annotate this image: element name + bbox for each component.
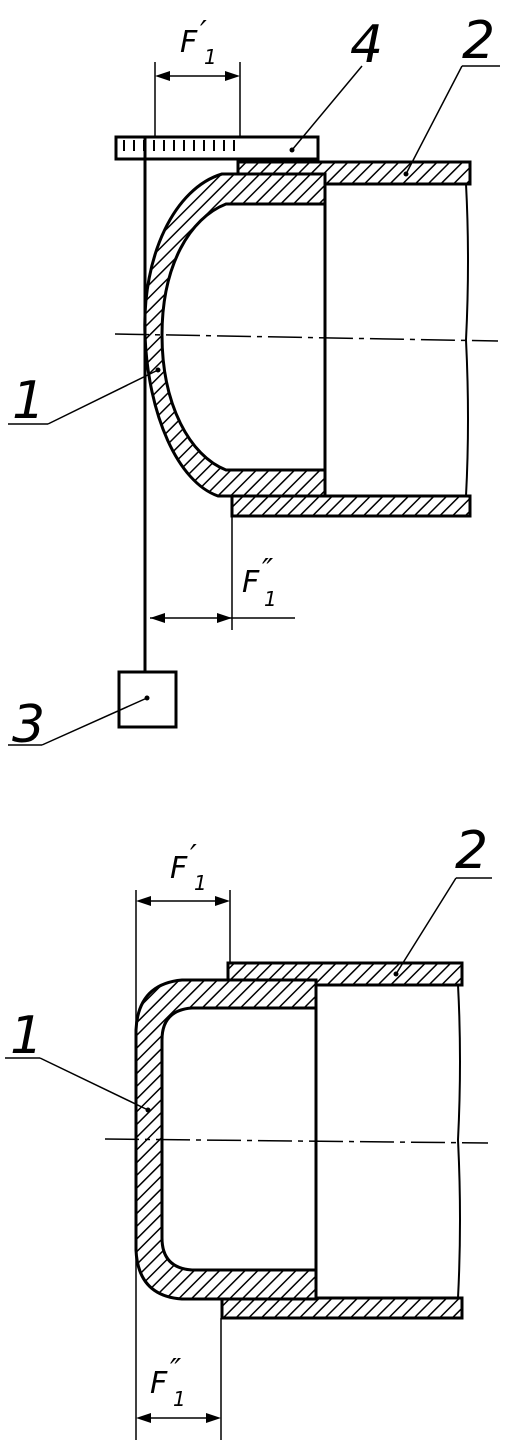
flat-cap — [134, 978, 318, 1301]
figure-bottom: F ′ 1 F ″ 1 2 1 — [5, 821, 492, 1440]
figure-top: F ′ 1 F ″ 1 4 2 1 3 — [8, 11, 500, 755]
dim-lower-sub: 1 — [264, 587, 277, 611]
domed-cap — [143, 172, 327, 498]
label-part-1-bottom: 1 — [10, 1006, 43, 1066]
dim-lower-top: F ″ 1 — [150, 516, 295, 630]
dim-upper-sub: 1 — [204, 45, 217, 69]
dim-lower-prime: ″ — [262, 553, 274, 588]
dim-lower-bottom: F ″ 1 — [136, 1318, 222, 1440]
dim-lower-sub-bottom: 1 — [173, 1387, 186, 1411]
label-part-1: 1 — [12, 371, 45, 431]
label-part-4: 4 — [350, 15, 383, 75]
dim-upper-main-bottom: F — [170, 851, 188, 886]
plumb-weight — [117, 137, 178, 729]
ruler — [114, 135, 320, 161]
part-labels-bottom: 2 1 — [5, 821, 492, 1113]
part-labels-top: 4 2 1 3 — [8, 11, 500, 755]
dim-upper-sub-bottom: 1 — [194, 871, 207, 895]
label-part-3: 3 — [12, 695, 45, 755]
center-line — [114, 333, 499, 342]
dim-lower-main-bottom: F — [150, 1366, 168, 1401]
outer-tube — [230, 160, 472, 518]
dim-lower-main: F — [242, 565, 260, 600]
dim-upper-prime: ′ — [200, 15, 207, 50]
dim-upper-prime-bottom: ′ — [190, 839, 197, 874]
dim-lower-prime-bottom: ″ — [170, 1353, 182, 1388]
label-part-2: 2 — [462, 11, 495, 71]
label-part-2-bottom: 2 — [455, 821, 488, 881]
dim-upper-main: F — [180, 25, 198, 60]
center-line-bottom — [104, 1138, 489, 1144]
dim-upper-top: F ′ 1 — [154, 15, 241, 137]
dim-upper-bottom: F ′ 1 — [135, 839, 231, 1440]
